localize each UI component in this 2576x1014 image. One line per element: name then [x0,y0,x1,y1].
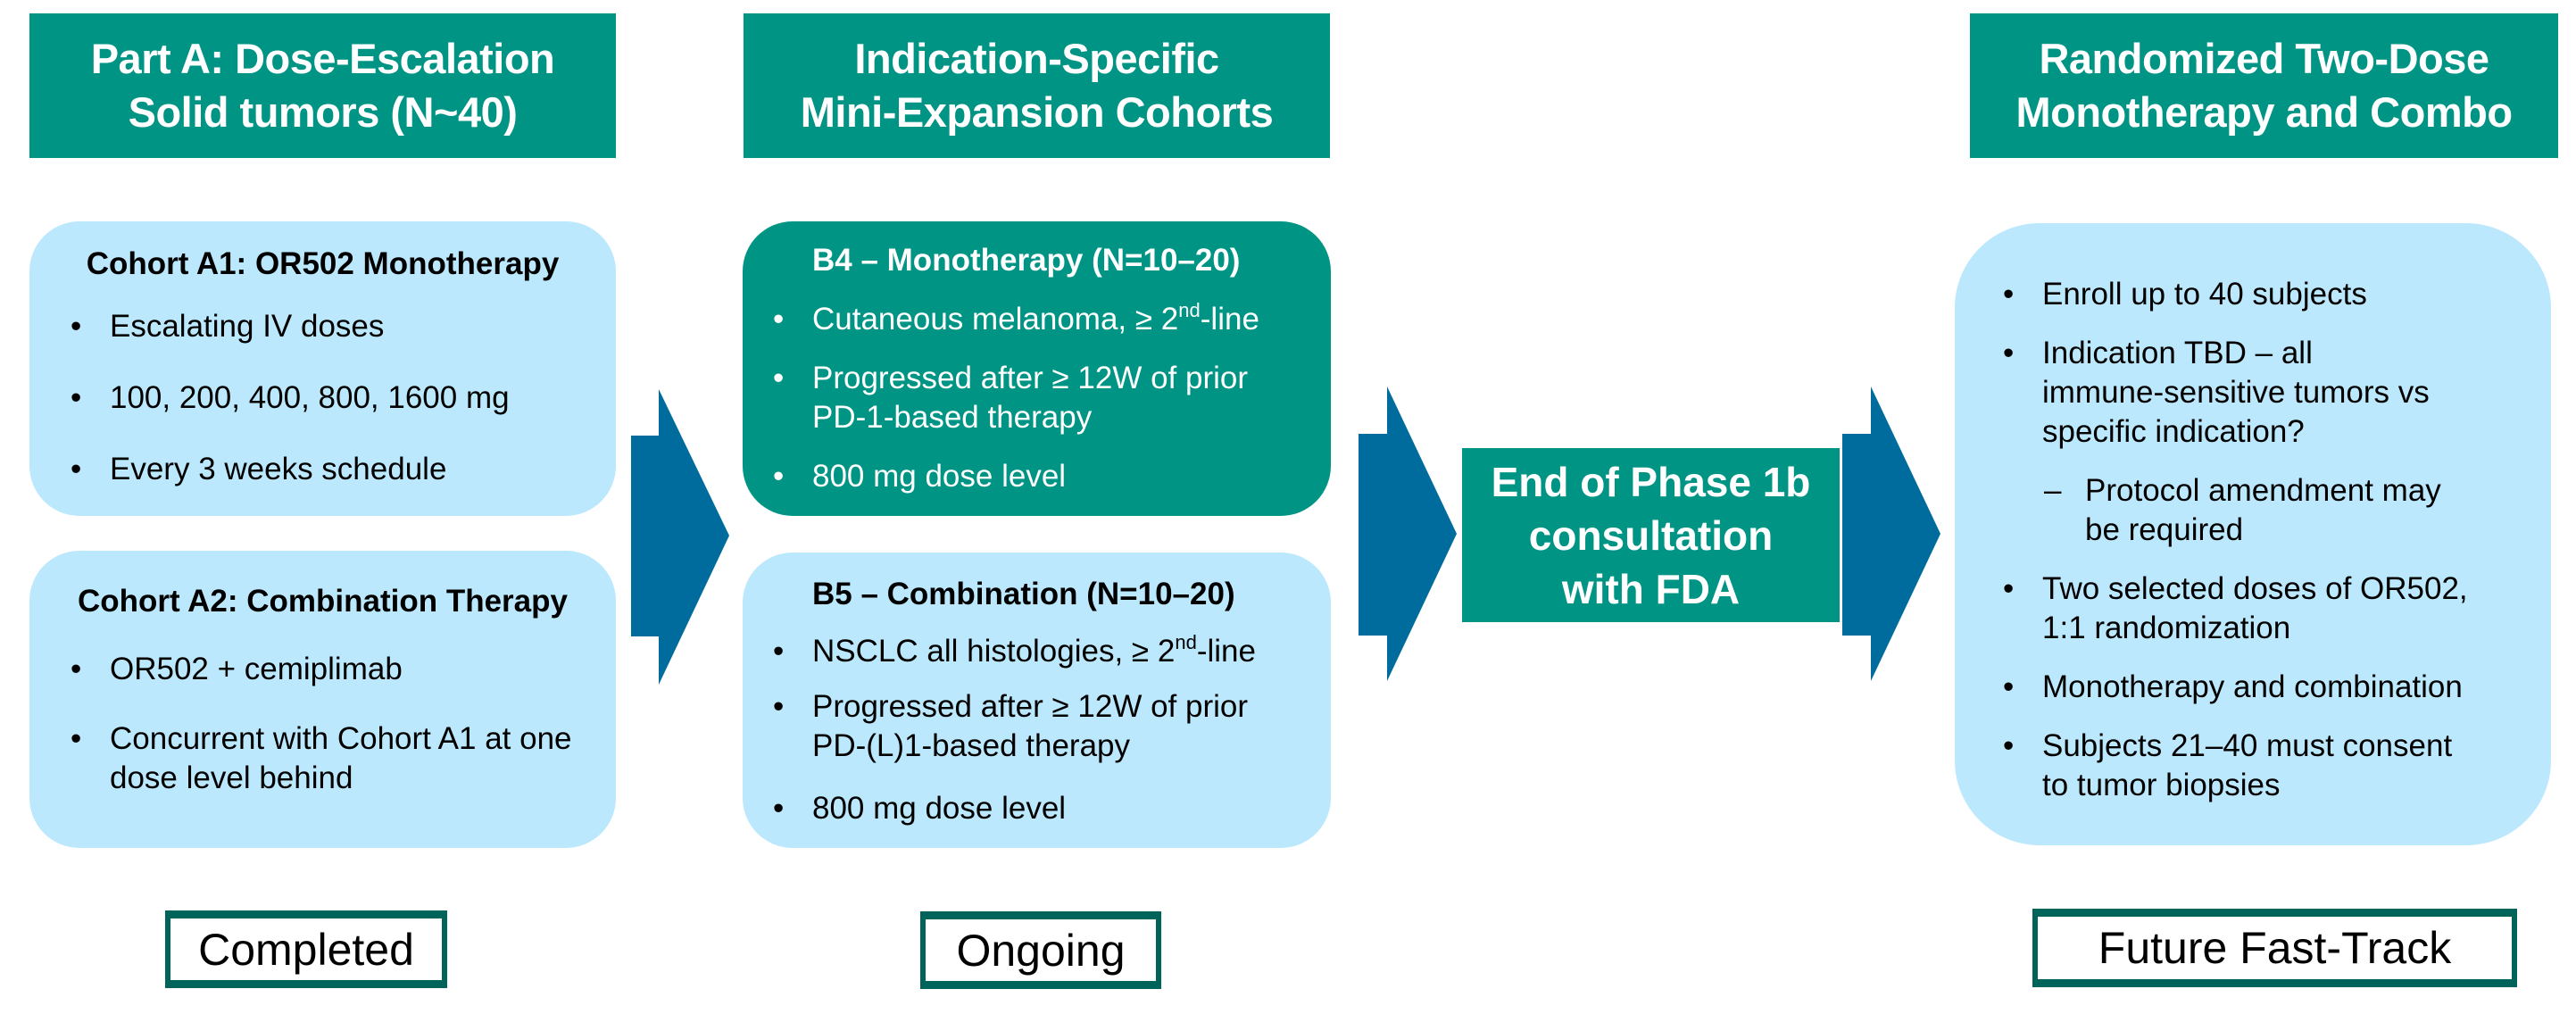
bullet-icon: • [71,380,82,415]
cohort-a1-bullet: •Every 3 weeks schedule [71,450,589,489]
bullet-icon: • [2003,728,2015,763]
header-randomized: Randomized Two-Dose Monotherapy and Comb… [1970,13,2558,158]
arrow-right-icon [631,389,729,685]
flow-arrow-3 [1842,386,1942,683]
bullet-icon: • [2003,336,2015,370]
cohort-a1-title: Cohort A1: OR502 Monotherapy [86,246,560,281]
cohort-a1-bullet: •100, 200, 400, 800, 1600 mg [71,378,589,418]
status-completed: Completed [165,910,447,988]
status-future-fast-track: Future Fast-Track [2032,909,2517,987]
cohort-b5-bullet: •800 mg dose level [773,789,1304,828]
cohort-b5-bullet: •Progressed after ≥ 12W of prior PD-(L)1… [773,689,1249,763]
cohort-a2-bullet: •Concurrent with Cohort A1 at one dose l… [71,721,572,795]
bullet-icon: • [71,452,82,486]
cohort-b4-bullet: •Cutaneous melanoma, ≥ 2nd-line [773,300,1304,339]
header-part-a: Part A: Dose-Escalation Solid tumors (N~… [29,13,616,158]
bullet-icon: • [773,634,785,669]
header-mini-expansion: Indication-Specific Mini-Expansion Cohor… [744,13,1330,158]
dash-icon: – [2044,473,2062,508]
cohort-b5-title: B5 – Combination (N=10–20) [812,577,1235,611]
header-part-a-line1: Part A: Dose-Escalation [90,35,555,82]
randomized-bullet: •Monotherapy and combination [2003,668,2515,707]
fda-line1: End of Phase 1b [1491,458,1811,505]
bullet-icon: • [773,689,785,724]
bullet-icon: • [71,652,82,686]
cohort-b4-title: B4 – Monotherapy (N=10–20) [812,243,1241,278]
cohort-a1-bullet: •Escalating IV doses [71,307,589,346]
header-part-a-line2: Solid tumors (N~40) [128,88,518,136]
bullet-icon: • [2003,277,2015,312]
flow-arrow-1 [631,389,731,686]
bullet-icon: • [773,791,785,826]
randomized-bullet-list: •Enroll up to 40 subjects •Indication TB… [2003,275,2515,805]
bullet-icon: • [773,302,785,337]
bullet-icon: • [773,459,785,494]
status-ongoing: Ongoing [920,911,1161,989]
randomized-card: •Enroll up to 40 subjects •Indication TB… [1955,223,2551,845]
randomized-bullet: •Subjects 21–40 must consent to tumor bi… [2003,728,2453,802]
arrow-right-icon [1359,386,1457,681]
header-mini-expansion-line1: Indication-Specific [854,35,1219,82]
bullet-icon: • [2003,669,2015,704]
bullet-icon: • [71,309,82,344]
cohort-b5-bullet: •NSCLC all histologies, ≥ 2nd-line [773,632,1304,671]
randomized-sub-bullet: –Protocol amendment may be required [2044,473,2441,547]
bullet-icon: • [773,361,785,395]
header-randomized-line1: Randomized Two-Dose [2039,35,2489,82]
flow-arrow-2 [1359,386,1458,683]
cohort-a2-bullet: •OR502 + cemiplimab [71,650,589,689]
cohort-b4-bullet: •Progressed after ≥ 12W of prior PD-1-ba… [773,361,1249,435]
bullet-icon: • [2003,571,2015,606]
fda-line2: consultation [1528,511,1774,559]
cohort-b5-card: B5 – Combination (N=10–20) •NSCLC all hi… [743,553,1331,848]
fda-line3: with FDA [1561,565,1741,612]
arrow-right-icon [1842,386,1940,681]
cohort-b4-card: B4 – Monotherapy (N=10–20) •Cutaneous me… [743,221,1331,516]
header-randomized-line2: Monotherapy and Combo [2015,88,2513,136]
randomized-bullet: •Enroll up to 40 subjects [2003,275,2515,314]
cohort-a2-title: Cohort A2: Combination Therapy [78,584,568,619]
randomized-bullet: •Two selected doses of OR502, 1:1 random… [2003,571,2468,645]
cohort-b4-bullet: •800 mg dose level [773,457,1304,496]
fda-consultation-box: End of Phase 1b consultation with FDA [1462,448,1840,622]
header-mini-expansion-line2: Mini-Expansion Cohorts [800,88,1274,136]
cohort-a2-card: Cohort A2: Combination Therapy •OR502 + … [29,551,616,848]
randomized-bullet: •Indication TBD – all immune-sensitive t… [2003,336,2430,449]
bullet-icon: • [71,721,82,756]
cohort-a1-card: Cohort A1: OR502 Monotherapy •Escalating… [29,221,616,516]
